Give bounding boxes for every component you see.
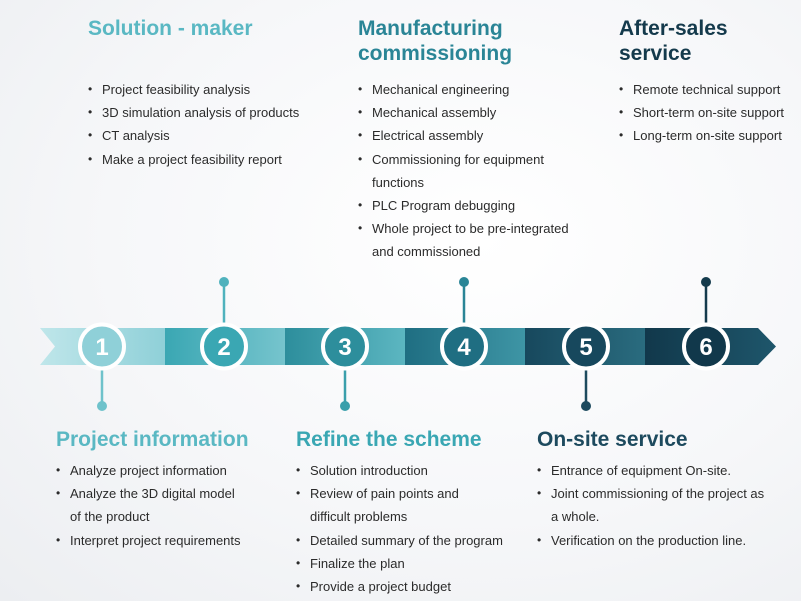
list-item: Make a project feasibility report <box>88 148 338 171</box>
step-badge-2: 2 <box>200 322 248 371</box>
list-item: Review of pain points and <box>296 482 536 505</box>
step-badge-3: 3 <box>321 322 369 371</box>
list-item: Joint commissioning of the project as <box>537 482 799 505</box>
step-6-panel: After-sales service Remote technical sup… <box>619 16 799 148</box>
list-item: Remote technical support <box>619 78 799 101</box>
list-item-continuation: and commissioned <box>372 244 481 260</box>
step-number-6: 6 <box>699 334 712 361</box>
connector-5 <box>581 366 591 411</box>
step-1-panel: Project information Analyze project info… <box>56 427 286 552</box>
step-6-title: After-sales service <box>619 16 799 66</box>
list-item-continuation: functions <box>372 174 425 190</box>
list-item: Interpret project requirements <box>56 529 286 552</box>
list-item: Mechanical engineering <box>358 78 598 101</box>
step-3-list: Solution introduction Review of pain poi… <box>296 459 536 598</box>
connector-2 <box>219 277 229 326</box>
step-badge-5: 5 <box>562 322 610 371</box>
step-2-list: Project feasibility analysis 3D simulati… <box>88 78 338 171</box>
step-number-2: 2 <box>217 334 230 361</box>
step-4-title-line-2: commissioning <box>358 42 513 65</box>
list-item: Entrance of equipment On-site. <box>537 459 799 482</box>
list-item-continuation: difficult problems <box>310 509 408 525</box>
step-3-title: Refine the scheme <box>296 428 482 451</box>
step-4-title-line-1: Manufacturing <box>358 17 503 40</box>
list-item-continuation: of the product <box>70 509 150 525</box>
list-item: 3D simulation analysis of products <box>88 101 338 124</box>
list-item: Project feasibility analysis <box>88 78 338 101</box>
step-6-list: Remote technical support Short-term on-s… <box>619 78 799 148</box>
step-badge-1: 1 <box>78 322 126 371</box>
step-number-5: 5 <box>579 334 592 361</box>
list-item: Analyze project information <box>56 459 286 482</box>
list-item: Long-term on-site support <box>619 124 799 147</box>
step-4-title: Manufacturing commissioning <box>358 16 598 66</box>
step-2-panel: Solution - maker Project feasibility ana… <box>88 16 338 171</box>
list-item: Electrical assembly <box>358 124 598 147</box>
step-badge-6: 6 <box>682 322 730 371</box>
list-item: Provide a project budget <box>296 575 536 598</box>
step-4-list: Mechanical engineering Mechanical assemb… <box>358 78 598 264</box>
list-item: Solution introduction <box>296 459 536 482</box>
step-3-panel: Refine the scheme Solution introduction … <box>296 427 536 598</box>
connector-1 <box>97 366 107 411</box>
connector-3 <box>340 366 350 411</box>
step-1-title: Project information <box>56 428 249 451</box>
list-item-continuation: a whole. <box>551 509 600 525</box>
step-number-4: 4 <box>457 334 471 361</box>
step-5-list: Entrance of equipment On-site. Joint com… <box>537 459 799 552</box>
list-item: CT analysis <box>88 124 338 147</box>
list-item: Finalize the plan <box>296 552 536 575</box>
connector-4 <box>459 277 469 326</box>
step-2-title: Solution - maker <box>88 17 253 40</box>
list-item: Analyze the 3D digital model <box>56 482 286 505</box>
step-5-panel: On-site service Entrance of equipment On… <box>537 427 799 552</box>
list-item: Commissioning for equipment <box>358 148 598 171</box>
connector-6 <box>701 277 711 326</box>
step-4-panel: Manufacturing commissioning Mechanical e… <box>358 16 598 264</box>
step-1-list: Analyze project information Analyze the … <box>56 459 286 552</box>
list-item: Short-term on-site support <box>619 101 799 124</box>
list-item: PLC Program debugging <box>358 194 598 217</box>
list-item: Mechanical assembly <box>358 101 598 124</box>
step-6-title-line-1: After-sales <box>619 17 728 40</box>
step-badge-4: 4 <box>440 322 488 371</box>
list-item: Detailed summary of the program <box>296 529 536 552</box>
step-number-1: 1 <box>95 334 108 361</box>
step-6-title-line-2: service <box>619 42 692 65</box>
list-item: Whole project to be pre-integrated <box>358 217 598 240</box>
list-item: Verification on the production line. <box>537 529 799 552</box>
step-5-title: On-site service <box>537 428 688 451</box>
step-number-3: 3 <box>338 334 351 361</box>
